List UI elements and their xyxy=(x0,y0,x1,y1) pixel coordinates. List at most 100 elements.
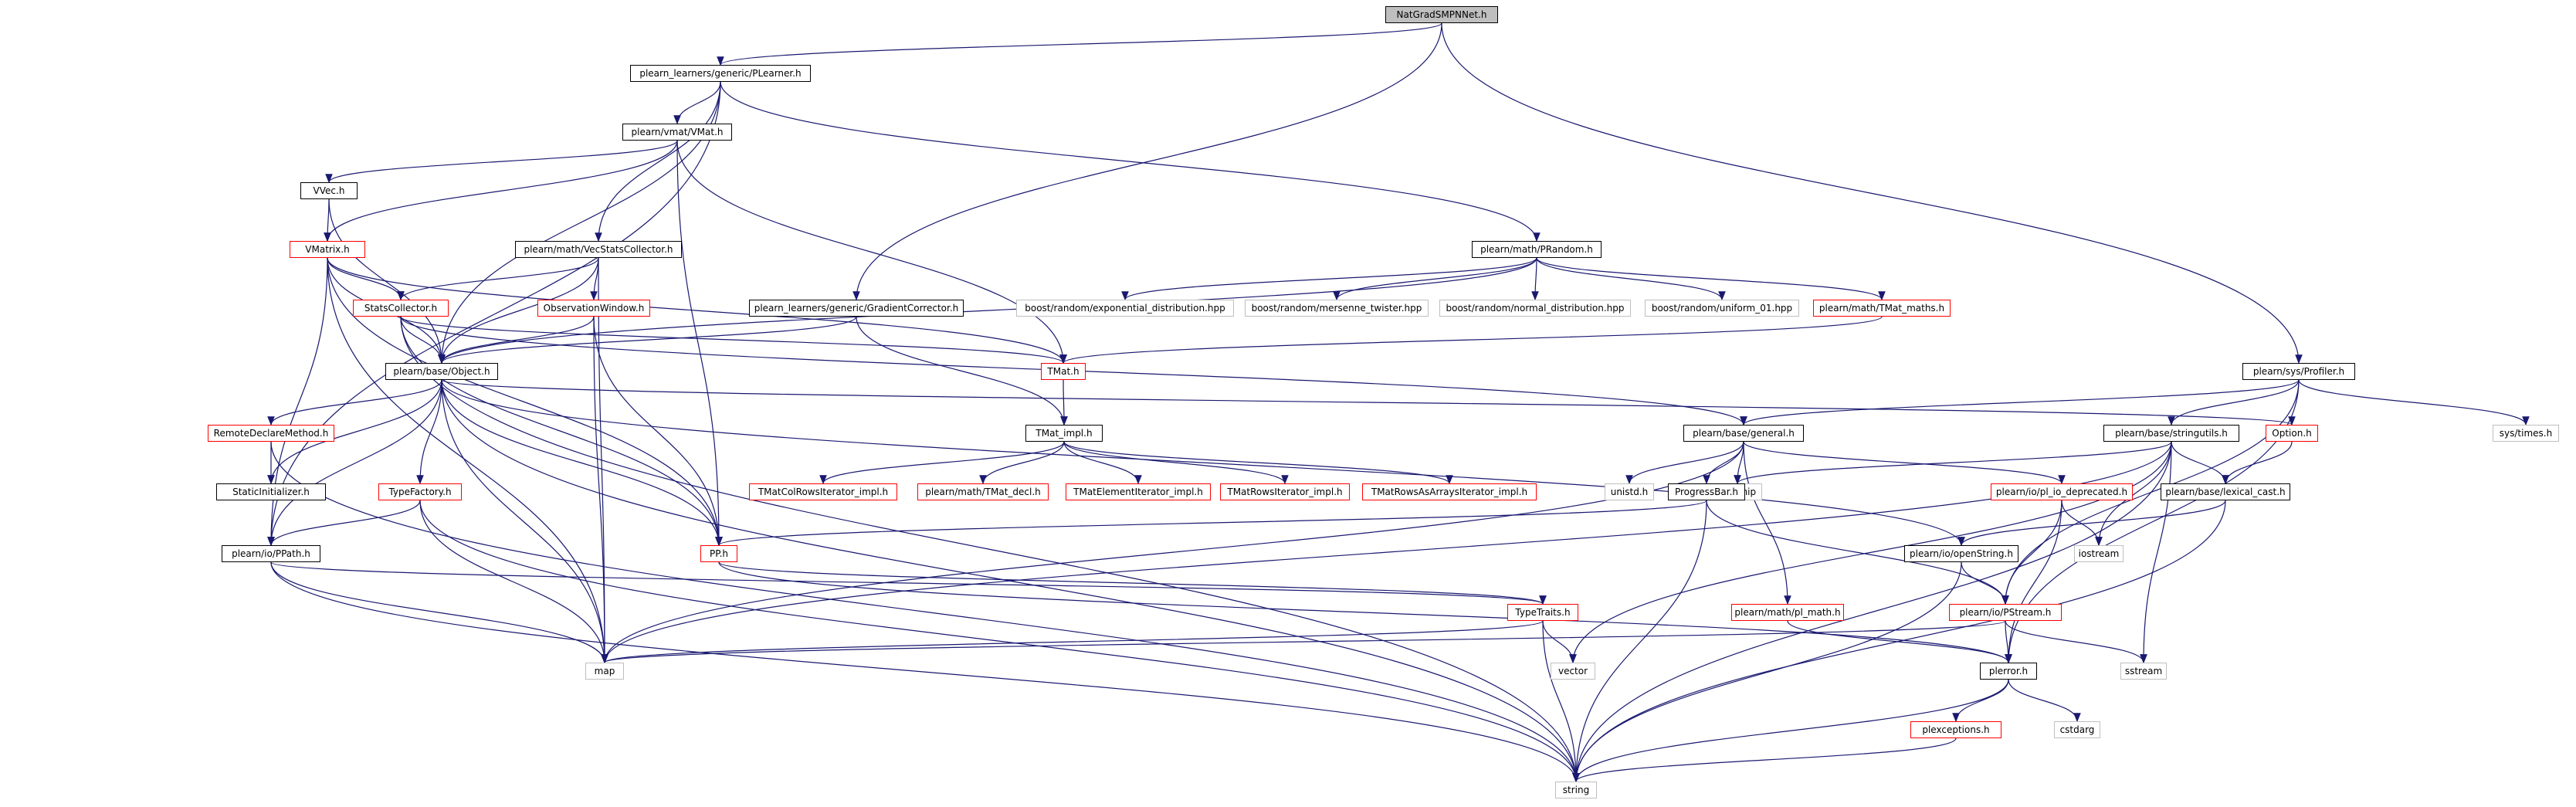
node-option[interactable]: Option.h xyxy=(2266,425,2318,442)
node-plearner[interactable]: plearn_learners/generic/PLearner.h xyxy=(630,65,811,82)
edge-stringutils-to-iomanip xyxy=(1734,441,2172,485)
edge-tmatmaths-to-tmat xyxy=(1059,316,1883,365)
edge-stringutils-to-sstream xyxy=(2140,441,2172,664)
node-rowsiter[interactable]: TMatRowsIterator_impl.h xyxy=(1220,483,1350,500)
node-bmt[interactable]: boost/random/mersenne_twister.hpp xyxy=(1245,300,1429,317)
node-pp[interactable]: PP.h xyxy=(700,545,737,562)
edge-tmatimpl-to-elemiter xyxy=(1063,441,1142,485)
edge-plerror-to-string xyxy=(1572,679,2009,783)
node-buni[interactable]: boost/random/uniform_01.hpp xyxy=(1645,300,1799,317)
node-staticinit[interactable]: StaticInitializer.h xyxy=(216,483,326,500)
edge-vecstats-to-statscoll xyxy=(397,257,599,301)
edge-pstream-to-map xyxy=(601,620,2006,664)
node-rowsarr[interactable]: TMatRowsAsArraysIterator_impl.h xyxy=(1362,483,1537,500)
node-plmath[interactable]: plearn/math/pl_math.h xyxy=(1731,604,1844,621)
node-lexical[interactable]: plearn/base/lexical_cast.h xyxy=(2161,483,2290,500)
node-vmatrix[interactable]: VMatrix.h xyxy=(290,241,365,258)
edge-object-to-option xyxy=(441,379,2295,426)
node-unistd[interactable]: unistd.h xyxy=(1605,483,1654,500)
edge-prandom-to-buni xyxy=(1536,257,1726,301)
edge-profiler-to-general xyxy=(1740,379,2300,426)
edge-progress-to-pstream xyxy=(1706,500,2009,605)
node-map[interactable]: map xyxy=(585,663,624,680)
node-tmatimpl[interactable]: TMat_impl.h xyxy=(1025,425,1103,442)
node-vmat[interactable]: plearn/vmat/VMat.h xyxy=(622,124,732,141)
edge-profiler-to-stringutils xyxy=(2168,379,2300,426)
node-plexcept[interactable]: plexceptions.h xyxy=(1910,721,2001,738)
node-sstream[interactable]: sstream xyxy=(2120,663,2167,680)
edge-obswin-to-pp xyxy=(593,316,723,547)
node-object[interactable]: plearn/base/Object.h xyxy=(385,363,498,380)
node-vector[interactable]: vector xyxy=(1551,663,1595,680)
node-vvec[interactable]: VVec.h xyxy=(300,182,358,199)
edge-object-to-remote xyxy=(267,379,442,426)
node-cstdarg[interactable]: cstdarg xyxy=(2054,721,2100,738)
node-stringutils[interactable]: plearn/base/stringutils.h xyxy=(2103,425,2239,442)
edge-object-to-typefactory xyxy=(416,379,442,485)
node-progress[interactable]: ProgressBar.h xyxy=(1668,483,1745,500)
node-vecstats[interactable]: plearn/math/VecStatsCollector.h xyxy=(515,241,682,258)
node-tmatmaths[interactable]: plearn/math/TMat_maths.h xyxy=(1813,300,1951,317)
node-colrows[interactable]: TMatColRowsIterator_impl.h xyxy=(749,483,897,500)
edge-prandom-to-bmt xyxy=(1333,257,1537,301)
edge-plexcept-to-string xyxy=(1572,737,1957,783)
edge-pp-to-plerror xyxy=(718,561,2012,664)
node-plerror[interactable]: plerror.h xyxy=(1980,663,2037,680)
edge-vmatrix-to-statscoll xyxy=(327,257,405,301)
edge-vmatrix-to-pp xyxy=(327,257,723,547)
edge-option-to-lexical xyxy=(2222,441,2293,485)
node-statscoll[interactable]: StatsCollector.h xyxy=(353,300,449,317)
node-string[interactable]: string xyxy=(1555,782,1597,799)
edge-ppath-to-typetraits xyxy=(270,561,1547,605)
edge-prandom-to-tmatmaths xyxy=(1536,257,1886,301)
node-tmatdecl[interactable]: plearn/math/TMat_decl.h xyxy=(917,483,1049,500)
node-bnorm[interactable]: boost/random/normal_distribution.hpp xyxy=(1439,300,1631,317)
node-pliodep[interactable]: plearn/io/pl_io_deprecated.h xyxy=(1991,483,2133,500)
node-remote[interactable]: RemoteDeclareMethod.h xyxy=(208,425,334,442)
edge-pliodep-to-plerror xyxy=(2005,500,2062,664)
node-systimes[interactable]: sys/times.h xyxy=(2493,425,2559,442)
node-bexp[interactable]: boost/random/exponential_distribution.hp… xyxy=(1016,300,1234,317)
node-tmat[interactable]: TMat.h xyxy=(1041,363,1086,380)
edge-gradcorr-to-object xyxy=(438,316,857,365)
node-typetraits[interactable]: TypeTraits.h xyxy=(1507,604,1578,621)
edge-ppath-to-string xyxy=(270,561,1580,783)
edge-statscoll-to-tmat xyxy=(400,316,1067,365)
edge-vmat-to-vvec xyxy=(325,140,678,184)
edge-plearner-to-vmat xyxy=(673,81,721,125)
node-prandom[interactable]: plearn/math/PRandom.h xyxy=(1472,241,1602,258)
edge-pliodep-to-pstream xyxy=(2001,500,2062,605)
edge-gradcorr-to-tmatimpl xyxy=(856,316,1068,426)
node-pstream[interactable]: plearn/io/PStream.h xyxy=(1949,604,2062,621)
edge-root-to-gradcorr xyxy=(852,22,1442,301)
edge-progress-to-pp xyxy=(715,500,1707,547)
node-obswin[interactable]: ObservationWindow.h xyxy=(537,300,650,317)
edge-prandom-to-object xyxy=(438,257,1537,365)
node-typefactory[interactable]: TypeFactory.h xyxy=(378,483,462,500)
edge-statscoll-to-string xyxy=(400,316,1580,783)
edge-plmath-to-plerror xyxy=(1787,620,2012,664)
edge-general-to-map xyxy=(601,441,1744,664)
edge-typetraits-to-string xyxy=(1542,620,1580,783)
edge-statscoll-to-pp xyxy=(400,316,723,547)
node-root[interactable]: NatGradSMPNNet.h xyxy=(1385,6,1498,23)
edge-typetraits-to-map xyxy=(601,620,1544,664)
node-profiler[interactable]: plearn/sys/Profiler.h xyxy=(2242,363,2355,380)
edge-stringutils-to-vector xyxy=(1569,441,2172,664)
node-iostream[interactable]: iostream xyxy=(2074,545,2124,562)
edge-pp-to-typetraits xyxy=(718,561,1547,605)
edge-object-to-staticinit xyxy=(267,379,442,485)
edge-vmat-to-pp xyxy=(676,140,723,547)
edge-general-to-unistd xyxy=(1625,441,1744,485)
edge-tmatimpl-to-rowsiter xyxy=(1063,441,1289,485)
node-openstring[interactable]: plearn/io/openString.h xyxy=(1904,545,2018,562)
edge-tmat-to-tmatimpl xyxy=(1060,379,1068,426)
node-elemiter[interactable]: TMatElementIterator_impl.h xyxy=(1066,483,1211,500)
node-general[interactable]: plearn/base/general.h xyxy=(1683,425,1804,442)
node-gradcorr[interactable]: plearn_learners/generic/GradientCorrecto… xyxy=(749,300,964,317)
edge-object-to-map xyxy=(441,379,608,664)
edge-openstring-to-pstream xyxy=(1961,561,2009,605)
node-ppath[interactable]: plearn/io/PPath.h xyxy=(222,545,320,562)
edge-tmatimpl-to-rowsarr xyxy=(1063,441,1453,485)
